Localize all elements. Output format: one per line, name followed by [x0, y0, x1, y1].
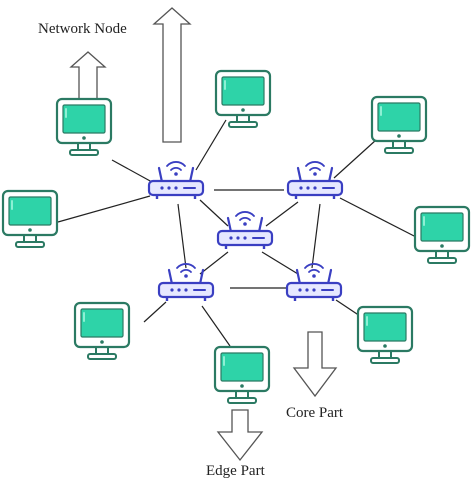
router-e-icon — [285, 263, 343, 301]
link-router-a-router-center — [199, 199, 229, 227]
link-router-center-router-e — [261, 251, 299, 275]
router-center-icon — [216, 211, 274, 249]
router-a-icon — [147, 161, 205, 199]
computers — [1, 69, 471, 404]
computer-left-icon — [1, 189, 59, 248]
computer-right-icon — [413, 205, 471, 264]
arrow-down-edge-icon — [216, 409, 264, 462]
link-router-a-computer-left-top — [111, 159, 153, 183]
link-router-center-router-d — [199, 251, 229, 275]
computer-right-bottom-icon — [356, 305, 414, 364]
router-d-icon — [157, 263, 215, 301]
link-router-b-computer-right — [339, 197, 419, 239]
link-router-a-computer-left — [57, 195, 151, 223]
edge-part-label: Edge Part — [206, 463, 265, 479]
routers — [147, 161, 344, 301]
link-router-b-router-e — [311, 203, 321, 269]
link-router-a-computer-top — [195, 119, 227, 171]
arrow-up-small-icon — [69, 51, 107, 101]
link-router-d-computer-bottom — [201, 305, 231, 347]
arrow-up-tall-icon — [152, 7, 192, 143]
core-part-label: Core Part — [286, 405, 344, 421]
arrow-down-core-icon — [292, 331, 338, 398]
computer-bottom-center-icon — [213, 345, 271, 404]
computer-left-top-icon — [55, 97, 113, 156]
computer-left-bottom-icon — [73, 301, 131, 360]
link-router-b-computer-right-top — [333, 139, 377, 179]
network-links — [57, 119, 419, 347]
arrows — [69, 7, 338, 462]
link-router-b-router-center — [265, 201, 299, 227]
link-router-e-computer-right-bottom — [335, 299, 361, 317]
computer-right-top-icon — [370, 95, 428, 154]
router-b-icon — [286, 161, 344, 199]
computer-top-center-icon — [214, 69, 272, 128]
network-node-label: Network Node — [38, 21, 127, 37]
link-router-d-computer-left-bottom — [143, 301, 167, 323]
link-router-a-router-d — [177, 203, 187, 269]
